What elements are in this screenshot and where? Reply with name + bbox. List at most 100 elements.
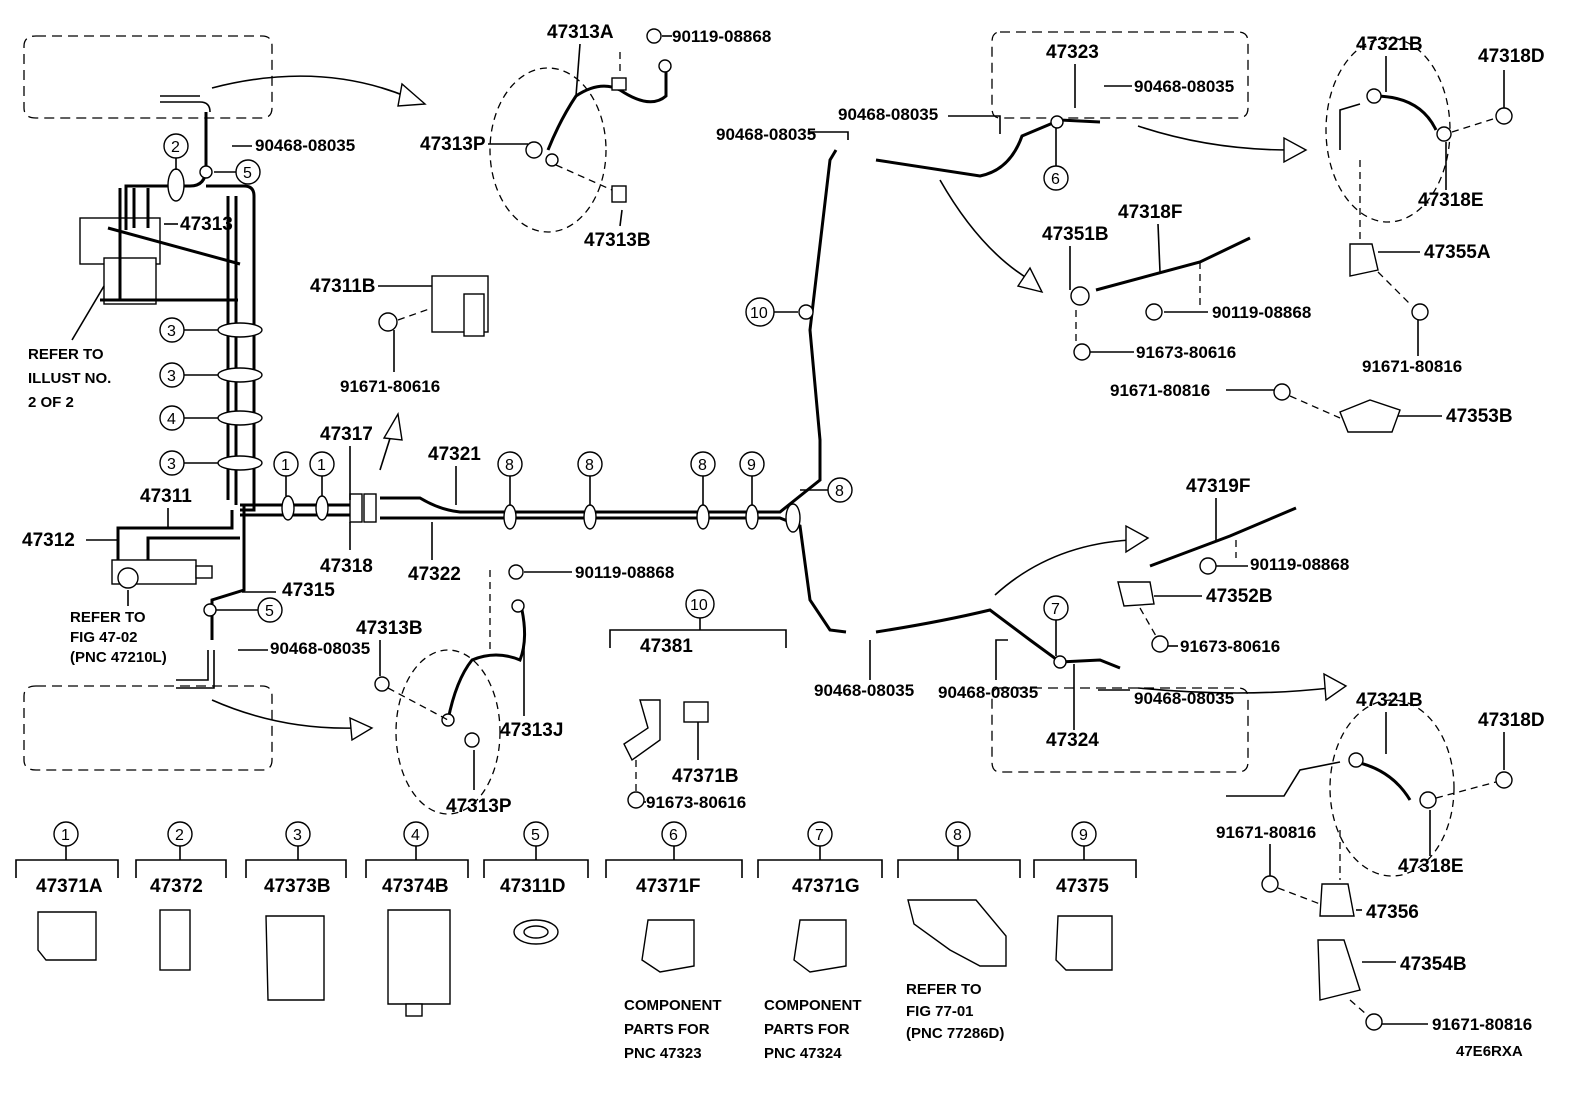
legend-item-2: 2 47372 xyxy=(135,821,227,971)
rear-left-wheel-assembly xyxy=(374,564,527,815)
label-90468-left-bot: 90468-08035 xyxy=(270,639,370,658)
callout-2: 2 xyxy=(163,133,189,170)
label-47311B: 47311B xyxy=(310,276,376,297)
svg-text:PARTS FOR: PARTS FOR xyxy=(764,1021,850,1038)
callout-6: 6 xyxy=(1043,128,1069,191)
svg-text:4: 4 xyxy=(167,411,176,428)
label-90468-left-top: 90468-08035 xyxy=(255,136,355,155)
bracket-47311B xyxy=(378,275,489,337)
note-refer-illust: REFER TO ILLUST NO. 2 OF 2 xyxy=(28,285,111,411)
line-47318F xyxy=(1070,236,1251,361)
svg-text:COMPONENT: COMPONENT xyxy=(764,997,862,1014)
callout-1a: 1 xyxy=(273,451,299,496)
label-90119-right: 90119-08868 xyxy=(1212,303,1311,322)
svg-text:9: 9 xyxy=(1079,827,1088,844)
label-47319F: 47319F xyxy=(1186,476,1250,497)
front-right-wheel-assembly xyxy=(1273,37,1513,433)
callout-5-bot: 5 xyxy=(216,597,283,623)
svg-text:FIG 47-02: FIG 47-02 xyxy=(70,629,138,646)
svg-text:8: 8 xyxy=(953,827,962,844)
callout-8c: 8 xyxy=(690,451,716,505)
legend-item-7: 7 47371G COMPONENT PARTS FOR PNC 47324 xyxy=(757,821,883,1062)
svg-text:FIG 77-01: FIG 77-01 xyxy=(906,1003,974,1020)
svg-text:8: 8 xyxy=(698,457,707,474)
group-10-bracket: 10 xyxy=(609,589,787,648)
ref-box-top-right xyxy=(991,31,1249,119)
label-90468-br2: 90468-08035 xyxy=(938,683,1038,702)
callout-3b: 3 xyxy=(159,362,218,388)
master-cylinder-assembly xyxy=(79,95,256,689)
label-47323: 47323 xyxy=(1046,42,1099,63)
svg-text:47372: 47372 xyxy=(150,876,203,897)
label-90119-top: 90119-08868 xyxy=(672,27,771,46)
svg-text:6: 6 xyxy=(669,827,678,844)
svg-text:9: 9 xyxy=(747,457,756,474)
label-47351B: 47351B xyxy=(1042,224,1109,245)
label-91673-mid: 91673-80616 xyxy=(646,793,746,812)
legend-item-3: 3 47373B xyxy=(245,821,347,1001)
callout-8b: 8 xyxy=(577,451,603,505)
ref-box-bottom-left xyxy=(23,685,273,771)
svg-text:10: 10 xyxy=(750,305,768,322)
label-91671-80816-c: 91671-80816 xyxy=(1216,823,1316,842)
callout-9: 9 xyxy=(739,451,765,505)
label-47311: 47311 xyxy=(140,486,192,507)
diagram-callouts: 2 5 3 3 4 3 1 1 5 8 8 8 9 8 10 6 7 xyxy=(159,128,1069,656)
flow-arrows xyxy=(211,75,1348,742)
svg-text:REFER TO: REFER TO xyxy=(70,609,146,626)
svg-text:5: 5 xyxy=(265,603,274,620)
label-91673-rb: 91673-80616 xyxy=(1180,637,1280,656)
callout-3c: 3 xyxy=(159,450,218,476)
label-91671-80816-b: 91671-80816 xyxy=(1110,381,1210,400)
label-47352B: 47352B xyxy=(1206,586,1273,607)
leader-lines xyxy=(86,35,1505,1025)
label-47381: 47381 xyxy=(640,636,693,657)
legend-item-6: 6 47371F COMPONENT PARTS FOR PNC 47323 xyxy=(605,821,743,1062)
label-47371B: 47371B xyxy=(672,766,739,787)
label-47355A: 47355A xyxy=(1424,242,1491,263)
label-47318F: 47318F xyxy=(1118,202,1182,223)
label-47313B-bot: 47313B xyxy=(356,618,423,639)
label-47313: 47313 xyxy=(180,214,233,235)
svg-text:2: 2 xyxy=(171,139,180,156)
label-91671-80816-a: 91671-80816 xyxy=(1362,357,1462,376)
svg-text:PNC 47323: PNC 47323 xyxy=(624,1045,702,1062)
label-91671-80616: 91671-80616 xyxy=(340,377,440,396)
legend-item-4: 4 47374B xyxy=(365,821,469,1017)
callout-8a: 8 xyxy=(497,451,523,505)
svg-text:8: 8 xyxy=(835,483,844,500)
label-47318E-bot: 47318E xyxy=(1398,856,1464,877)
note-refer-fig-47: REFER TO FIG 47-02 (PNC 47210L) xyxy=(70,590,167,666)
svg-text:8: 8 xyxy=(505,457,514,474)
label-90468-br3: 90468-08035 xyxy=(1134,689,1234,708)
legend-item-1: 1 47371A xyxy=(15,821,119,961)
label-91673-right-top: 91673-80616 xyxy=(1136,343,1236,362)
label-47353B: 47353B xyxy=(1446,406,1513,427)
svg-text:47373B: 47373B xyxy=(264,876,331,897)
bracket-47381 xyxy=(623,699,709,809)
callout-7: 7 xyxy=(1043,595,1069,656)
callout-1b: 1 xyxy=(309,451,335,496)
label-90119-rb: 90119-08868 xyxy=(1250,555,1349,574)
svg-text:1: 1 xyxy=(281,457,290,474)
label-90468-tr3: 90468-08035 xyxy=(716,125,816,144)
label-47313P-top: 47313P xyxy=(420,134,486,155)
diagram-code: 47E6RXA xyxy=(1456,1043,1523,1060)
legend-row: 1 47371A 2 47372 3 47373B 4 47374B xyxy=(15,821,1137,1062)
callout-10: 10 xyxy=(745,297,798,327)
label-47318D-top: 47318D xyxy=(1478,46,1545,67)
label-90468-tr2: 90468-08035 xyxy=(838,105,938,124)
svg-text:3: 3 xyxy=(167,323,176,340)
svg-text:6: 6 xyxy=(1051,171,1060,188)
label-47324: 47324 xyxy=(1046,730,1099,751)
label-47321B-top: 47321B xyxy=(1356,34,1423,55)
label-47318D-bot: 47318D xyxy=(1478,710,1545,731)
svg-text:COMPONENT: COMPONENT xyxy=(624,997,722,1014)
label-91671-80816-d: 91671-80816 xyxy=(1432,1015,1532,1034)
svg-text:3: 3 xyxy=(167,368,176,385)
legend-item-8: 8 REFER TO FIG 77-01 (PNC 77286D) xyxy=(897,821,1021,1042)
svg-text:PARTS FOR: PARTS FOR xyxy=(624,1021,710,1038)
svg-text:47311D: 47311D xyxy=(500,876,566,897)
label-47318E-top: 47318E xyxy=(1418,190,1484,211)
svg-text:47374B: 47374B xyxy=(382,876,449,897)
